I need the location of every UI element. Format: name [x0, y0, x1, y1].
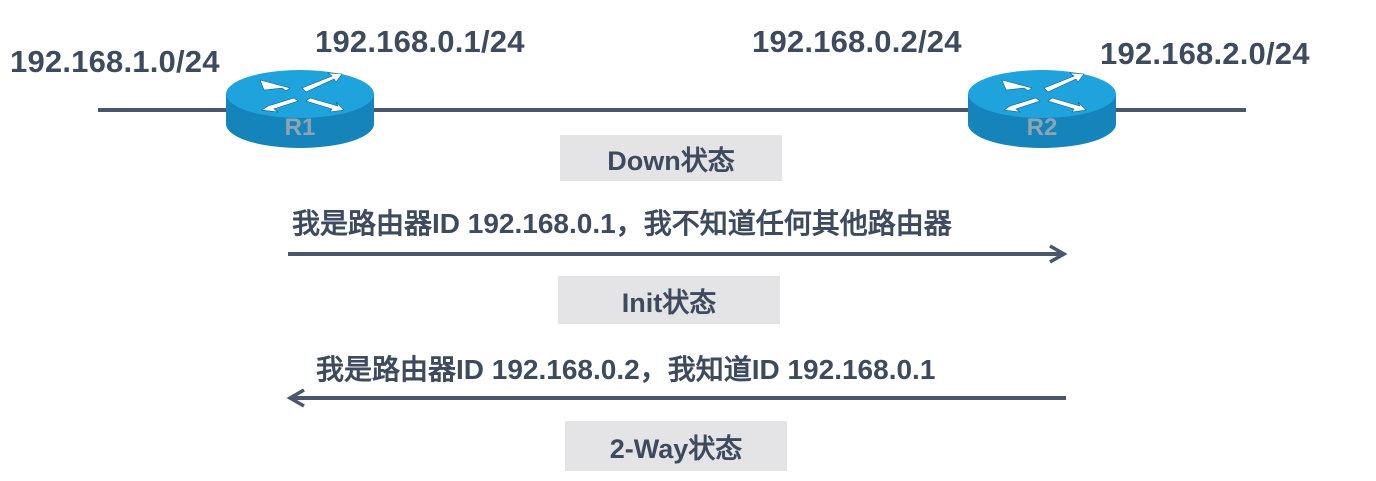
state-init-label: Init状态 [621, 287, 717, 318]
router-r1: R1 [224, 66, 376, 150]
state-2way-label: 2-Way状态 [609, 433, 743, 464]
hello-message-r2: 我是路由器ID 192.168.0.2，我知道ID 192.168.0.1 [316, 354, 936, 385]
right-subnet-label: 192.168.2.0/24 [1100, 36, 1310, 71]
router-icon [968, 70, 1116, 148]
r2-interface-label: 192.168.0.2/24 [752, 24, 962, 59]
network-link-line [98, 108, 1246, 112]
state-init: Init状态 [558, 276, 780, 324]
router-r2-label: R2 [1026, 114, 1058, 141]
router-r2: R2 [966, 66, 1118, 150]
router-icon [226, 70, 374, 148]
state-2way: 2-Way状态 [565, 421, 787, 471]
hello-message-r1: 我是路由器ID 192.168.0.1，我不知道任何其他路由器 [292, 208, 952, 239]
state-down-label: Down状态 [607, 145, 735, 176]
state-down: Down状态 [560, 135, 782, 181]
r1-interface-label: 192.168.0.1/24 [315, 24, 525, 59]
arrow-left-icon [286, 388, 1066, 408]
router-r1-label: R1 [284, 114, 316, 141]
left-subnet-label: 192.168.1.0/24 [10, 44, 220, 79]
arrow-right-icon [288, 244, 1068, 264]
